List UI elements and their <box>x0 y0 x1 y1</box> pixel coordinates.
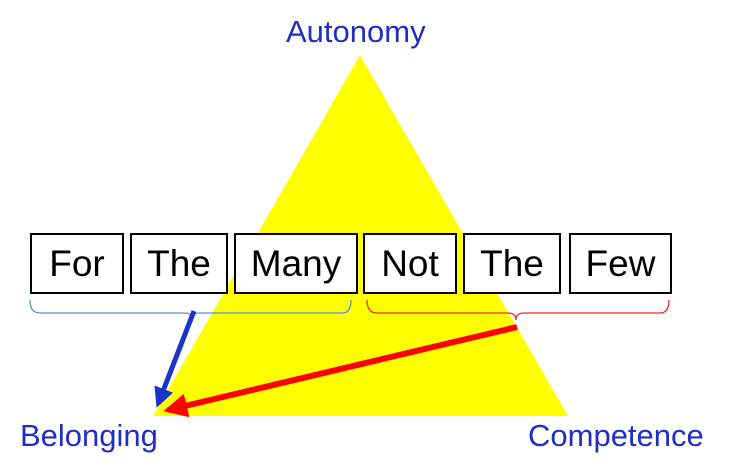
vertex-label-autonomy: Autonomy <box>286 14 426 49</box>
word-box-the-2: The <box>463 233 561 294</box>
word-box-few: Few <box>569 233 672 294</box>
arrow-few-to-belonging <box>163 324 518 418</box>
word-box-many: Many <box>234 233 358 294</box>
vertex-label-belonging: Belonging <box>20 418 158 453</box>
motivation-triangle <box>153 55 568 416</box>
word-box-for: For <box>30 233 124 294</box>
vertex-label-competence: Competence <box>528 418 704 453</box>
arrow-many-to-belonging <box>154 310 197 408</box>
group-bracket-right <box>366 299 670 321</box>
word-box-not: Not <box>363 233 457 294</box>
word-box-the-1: The <box>130 233 228 294</box>
